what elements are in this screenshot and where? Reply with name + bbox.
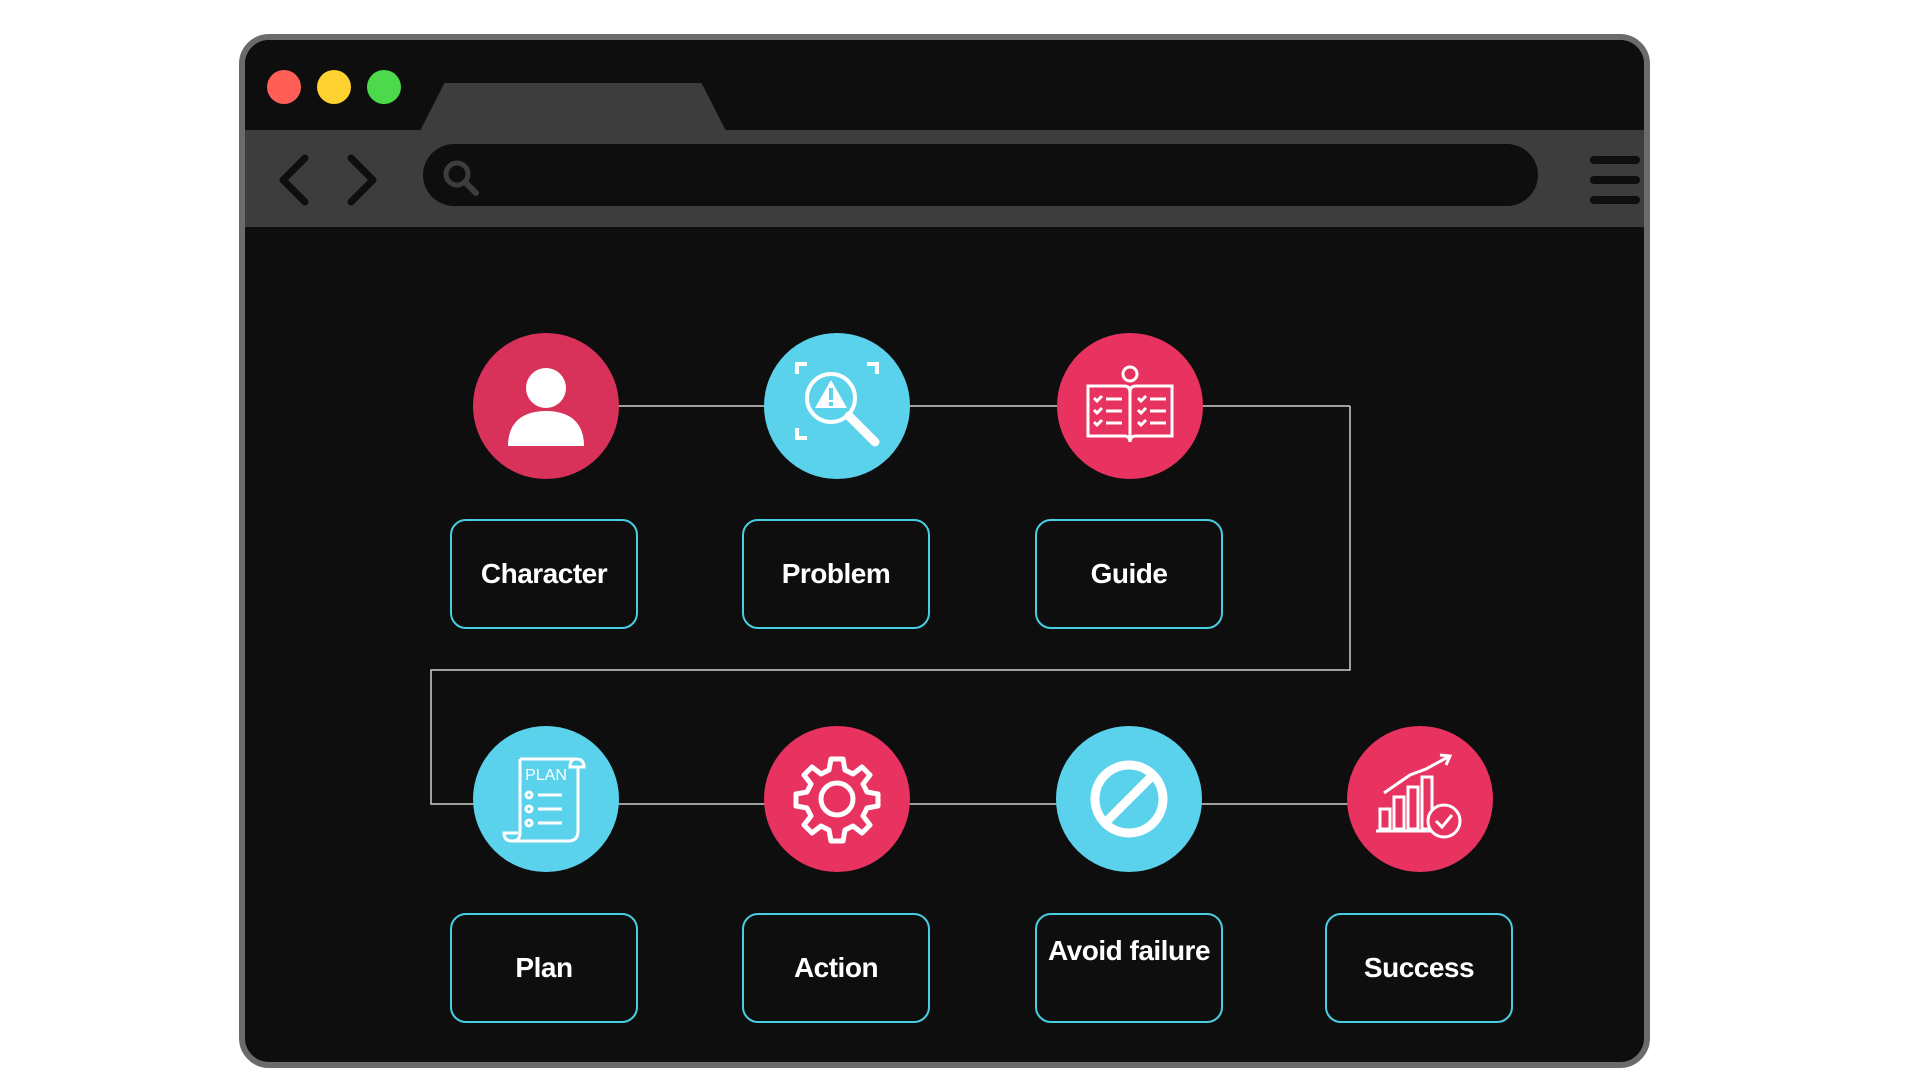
search-icon — [441, 158, 481, 198]
problem-node — [764, 333, 910, 479]
chevron-left-icon — [279, 154, 309, 206]
maximize-window-button[interactable] — [367, 70, 401, 104]
forward-button[interactable] — [337, 150, 385, 210]
hamburger-menu-icon — [1590, 156, 1640, 204]
success-node — [1347, 726, 1493, 872]
action-label: Action — [742, 913, 930, 1023]
avoid-failure-label: Avoid failure — [1035, 913, 1223, 1023]
prohibited-icon — [1090, 760, 1168, 838]
success-label: Success — [1325, 913, 1513, 1023]
chevron-right-icon — [347, 154, 377, 206]
plan-label: Plan — [450, 913, 638, 1023]
diagram-canvas: Character Problem Guide PLAN — [245, 227, 1644, 1062]
plan-scroll-icon: PLAN — [502, 757, 586, 843]
magnifier-warning-icon — [795, 362, 880, 447]
user-icon — [508, 368, 584, 446]
plan-node: PLAN — [473, 726, 619, 872]
close-window-button[interactable] — [267, 70, 301, 104]
browser-window: Character Problem Guide PLAN — [239, 34, 1650, 1068]
browser-tab[interactable] — [420, 83, 726, 131]
minimize-window-button[interactable] — [317, 70, 351, 104]
back-button[interactable] — [273, 150, 321, 210]
guide-label: Guide — [1035, 519, 1223, 629]
title-bar — [245, 40, 1644, 131]
growth-chart-check-icon — [1376, 753, 1462, 839]
address-bar[interactable] — [423, 144, 1538, 206]
problem-label: Problem — [742, 519, 930, 629]
menu-button[interactable] — [1590, 152, 1640, 208]
character-node — [473, 333, 619, 479]
open-book-checklist-icon — [1086, 365, 1174, 443]
action-node — [764, 726, 910, 872]
character-label: Character — [450, 519, 638, 629]
navigation-bar — [245, 130, 1644, 227]
avoid-failure-node — [1056, 726, 1202, 872]
svg-text:PLAN: PLAN — [525, 767, 567, 784]
guide-node — [1057, 333, 1203, 479]
gear-icon — [793, 756, 881, 844]
